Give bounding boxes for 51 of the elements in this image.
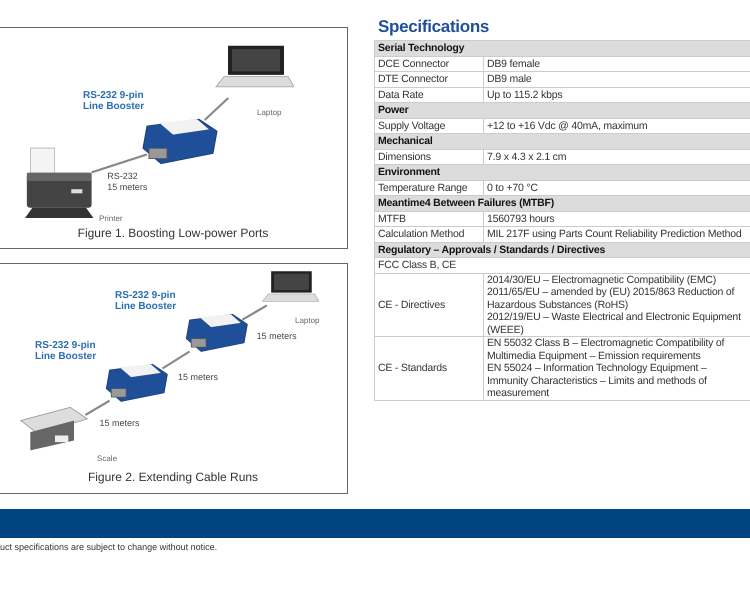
table-text: 2012/19/EU – Waste Electrical and Electronic Equipment (WEEE) xyxy=(486,311,742,336)
edge-label: 15 meters xyxy=(98,418,142,429)
table-text: CE - Standards xyxy=(377,361,448,376)
cable-line xyxy=(91,153,148,174)
table-text: 0 to +70 °C xyxy=(486,180,539,195)
device-caption: Laptop xyxy=(257,108,282,117)
table-text: DB9 male xyxy=(486,72,533,86)
table-text: CE - Directives xyxy=(377,298,446,312)
section-header: Regulatory – Approvals / Standards / Directives xyxy=(375,242,750,257)
table-text: 2011/65/EU – amended by (EU) 2015/863 Reduction of Hazardous Substances (RoHS) xyxy=(486,286,736,311)
figure-caption: Figure 1. Boosting Low-power Ports xyxy=(76,226,270,240)
table-text: MIL 217F using Parts Count Reliability Prediction Method xyxy=(486,227,743,242)
footer-note: uct specifications are subject to change without notice. xyxy=(0,542,218,552)
figure-caption: Figure 2. Extending Cable Runs xyxy=(86,470,260,484)
device-caption: Laptop xyxy=(295,316,320,325)
table-text: EN 55024 – Information Technology Equipment – Immunity Characteristics – Limits and methods of measurement xyxy=(486,362,708,400)
section-header: Mechanical xyxy=(375,134,750,148)
table-text: MTFB xyxy=(377,212,407,226)
table-text: Calculation Method xyxy=(377,227,466,242)
table-text: EN 55032 Class B – Electromagnetic Compatibility of Multimedia Equipment – Emission requirements xyxy=(486,337,726,362)
table-text: DTE Connector xyxy=(377,72,449,86)
table-text: 1560793 hours xyxy=(486,212,556,226)
table-text: Data Rate xyxy=(377,88,424,102)
cable-line xyxy=(204,97,230,121)
device-caption: Printer xyxy=(99,214,123,223)
figure-panel xyxy=(0,263,348,494)
table-text: FCC Class B, CE xyxy=(377,258,458,272)
cable-line xyxy=(162,350,190,370)
table-text: DB9 female xyxy=(486,56,541,71)
table-text: Temperature Range xyxy=(377,180,468,195)
section-header: Meantime4 Between Failures (MTBF) xyxy=(375,196,750,210)
section-header: Power xyxy=(375,103,750,118)
device-label: RS-232 9-pin Line Booster xyxy=(35,340,98,362)
cable-line xyxy=(84,400,110,416)
section-header: Serial Technology xyxy=(375,41,750,56)
table-text: DCE Connector xyxy=(377,56,450,71)
device-label: RS-232 9-pin Line Booster xyxy=(83,90,146,112)
edge-label: 15 meters xyxy=(176,372,220,383)
section-heading: Specifications xyxy=(378,17,490,37)
table-text: Up to 115.2 kbps xyxy=(486,88,564,102)
device-label: RS-232 9-pin Line Booster xyxy=(115,290,178,312)
device-caption: Scale xyxy=(97,454,118,463)
edge-label: 15 meters xyxy=(254,330,299,342)
table-text: Supply Voltage xyxy=(377,118,446,133)
table-text: 2014/30/EU – Electromagnetic Compatibility (EMC) xyxy=(486,274,718,286)
cable-line xyxy=(242,304,268,321)
table-text: +12 to +16 Vdc @ 40mA, maximum xyxy=(486,118,648,133)
figure-panel xyxy=(0,27,348,249)
table-text: 7.9 x 4.3 x 2.1 cm xyxy=(486,150,568,164)
section-header: Environment xyxy=(375,165,750,180)
table-text: Dimensions xyxy=(377,150,432,164)
